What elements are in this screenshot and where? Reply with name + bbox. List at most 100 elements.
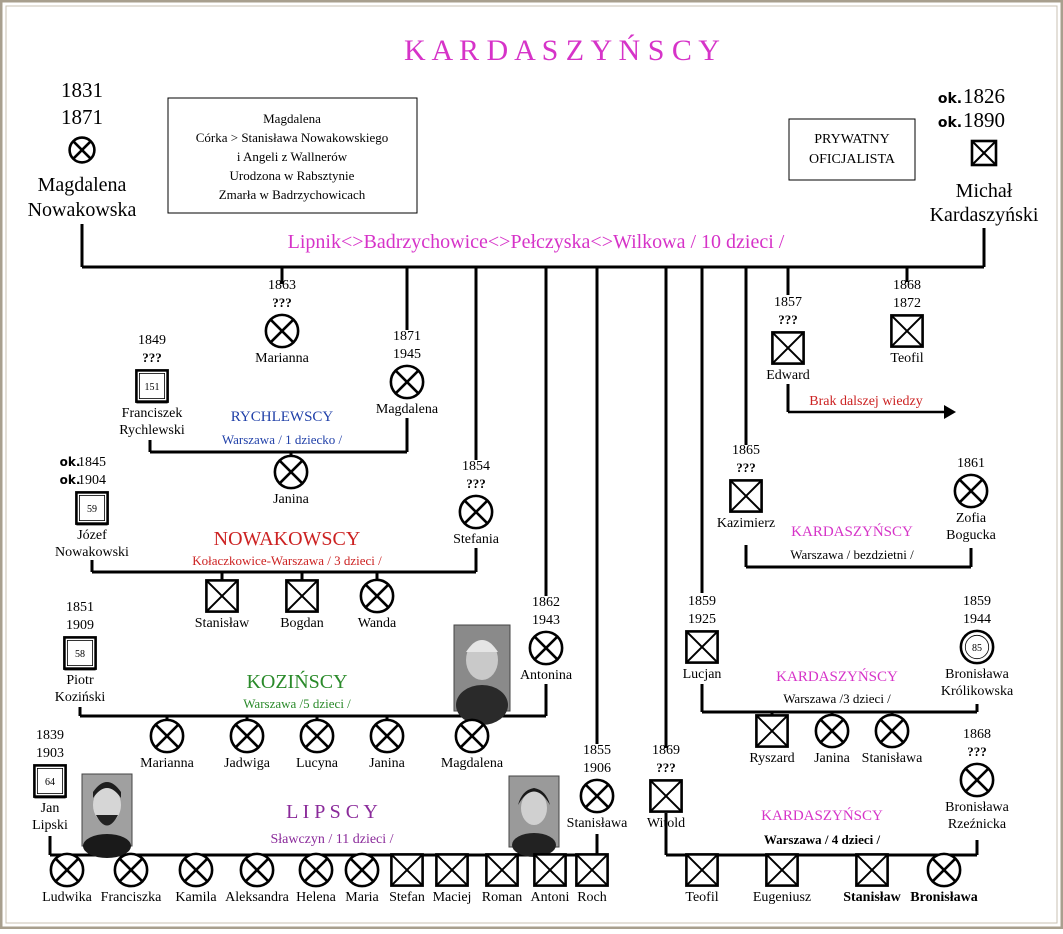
person-jadwiga[interactable]: Jadwiga	[224, 718, 271, 771]
person-stefan[interactable]: Stefan	[389, 853, 425, 905]
person-date: 1854	[462, 459, 490, 474]
person-date: ???	[272, 295, 292, 310]
person-maria[interactable]: Maria	[344, 852, 379, 905]
person-helena[interactable]: Helena	[296, 852, 337, 905]
person-ryszard[interactable]: Ryszard	[749, 714, 795, 766]
person-name: Maciej	[433, 890, 472, 905]
person-witold[interactable]: 1869???Witold	[647, 743, 685, 831]
occupation-box-line: OFICJALISTA	[809, 152, 896, 167]
person-name: Lucyna	[296, 756, 339, 771]
person-stefania[interactable]: 1854??? Stefania	[453, 459, 500, 547]
person-name: Antoni	[531, 890, 570, 905]
person-date: 1869	[652, 743, 680, 758]
arrow-right-icon	[944, 405, 956, 419]
person-name: Stefania	[453, 532, 500, 547]
person-name: Kamila	[175, 890, 217, 905]
person-kazimierz[interactable]: 1865???Kazimierz	[717, 443, 775, 531]
person-name: Zofia	[956, 511, 987, 526]
person-magdalena-k[interactable]: Magdalena	[441, 718, 504, 771]
family-name: KARDASZYŃSCY	[776, 668, 898, 685]
person-name: Kardaszyński	[930, 204, 1039, 226]
person-name: Rychlewski	[119, 423, 185, 438]
id-number: 59	[87, 504, 97, 515]
person-name: Michał	[956, 180, 1013, 202]
person-eugeniusz[interactable]: Eugeniusz	[753, 853, 811, 905]
person-roch[interactable]: Roch	[575, 853, 609, 905]
family-detail: Sławczyn / 11 dzieci /	[270, 832, 393, 847]
person-name: Piotr	[66, 673, 94, 688]
person-name: Aleksandra	[225, 890, 290, 905]
person-date: 1868	[963, 727, 991, 742]
person-date: 1871	[393, 329, 421, 344]
id-number: 151	[145, 382, 160, 393]
person-marianna-k[interactable]: Marianna	[140, 718, 195, 771]
info-box-line: i Angeli z Wallnerów	[237, 149, 348, 164]
person-date: ???	[466, 476, 486, 491]
person-name: Janina	[369, 756, 406, 771]
person-franciszka[interactable]: Franciszka	[101, 852, 162, 905]
person-date: ???	[967, 744, 987, 759]
person-bronislawa-w[interactable]: Bronisława	[910, 852, 978, 905]
family-nowakowscy: NOWAKOWSCY Kołaczkowice-Warszawa / 3 dzie…	[192, 528, 382, 568]
person-stanislaw-n[interactable]: Stanisław	[195, 579, 250, 631]
person-name: Roch	[577, 890, 607, 905]
person-bogdan[interactable]: Bogdan	[280, 579, 324, 631]
person-janina-r[interactable]: Janina	[273, 454, 310, 507]
person-wanda[interactable]: Wanda	[358, 578, 397, 631]
person-roman[interactable]: Roman	[482, 853, 522, 905]
person-stanislawa-l[interactable]: Stanisława	[862, 713, 923, 766]
person-lucyna[interactable]: Lucyna	[296, 718, 339, 771]
person-date: 1871	[61, 105, 103, 129]
person-date: 1945	[393, 347, 421, 362]
person-date: ???	[656, 760, 676, 775]
person-date: 1845	[78, 455, 106, 470]
person-maciej[interactable]: Maciej	[433, 853, 472, 905]
person-janina-l[interactable]: Janina	[814, 713, 851, 766]
person-edward[interactable]: 1857???Edward	[766, 295, 810, 383]
person-name: Bogucka	[946, 528, 997, 543]
person-name: Marianna	[255, 351, 309, 366]
family-name: NOWAKOWSCY	[214, 528, 361, 550]
family-name: RYCHLEWSCY	[231, 409, 334, 425]
person-stanislaw-w[interactable]: Stanisław	[843, 853, 902, 905]
family-detail: Kołaczkowice-Warszawa / 3 dzieci /	[192, 553, 382, 568]
person-date: 1943	[532, 613, 560, 628]
person-name: Magdalena	[376, 402, 439, 417]
person-aleksandra[interactable]: Aleksandra	[225, 852, 290, 905]
person-date: 1890	[963, 108, 1005, 132]
person-name: Jan	[41, 801, 60, 816]
person-date: 1826	[963, 84, 1005, 108]
photo-stanislawa	[508, 775, 560, 857]
person-kamila[interactable]: Kamila	[175, 852, 217, 905]
person-name: Maria	[345, 890, 379, 905]
person-marianna-1863[interactable]: 1863???Marianna	[255, 278, 309, 366]
connection-lines	[48, 224, 986, 857]
approx-prefix: ok.	[60, 455, 81, 469]
person-janina-k[interactable]: Janina	[369, 718, 406, 771]
person-name: Antonina	[520, 668, 573, 683]
person-name: Franciszek	[122, 406, 183, 421]
person-antoni[interactable]: Antoni	[531, 853, 570, 905]
person-date: 1865	[732, 443, 760, 458]
person-teofil-w[interactable]: Teofil	[685, 853, 719, 905]
person-date: 1925	[688, 612, 716, 627]
person-ludwika[interactable]: Ludwika	[42, 852, 93, 905]
